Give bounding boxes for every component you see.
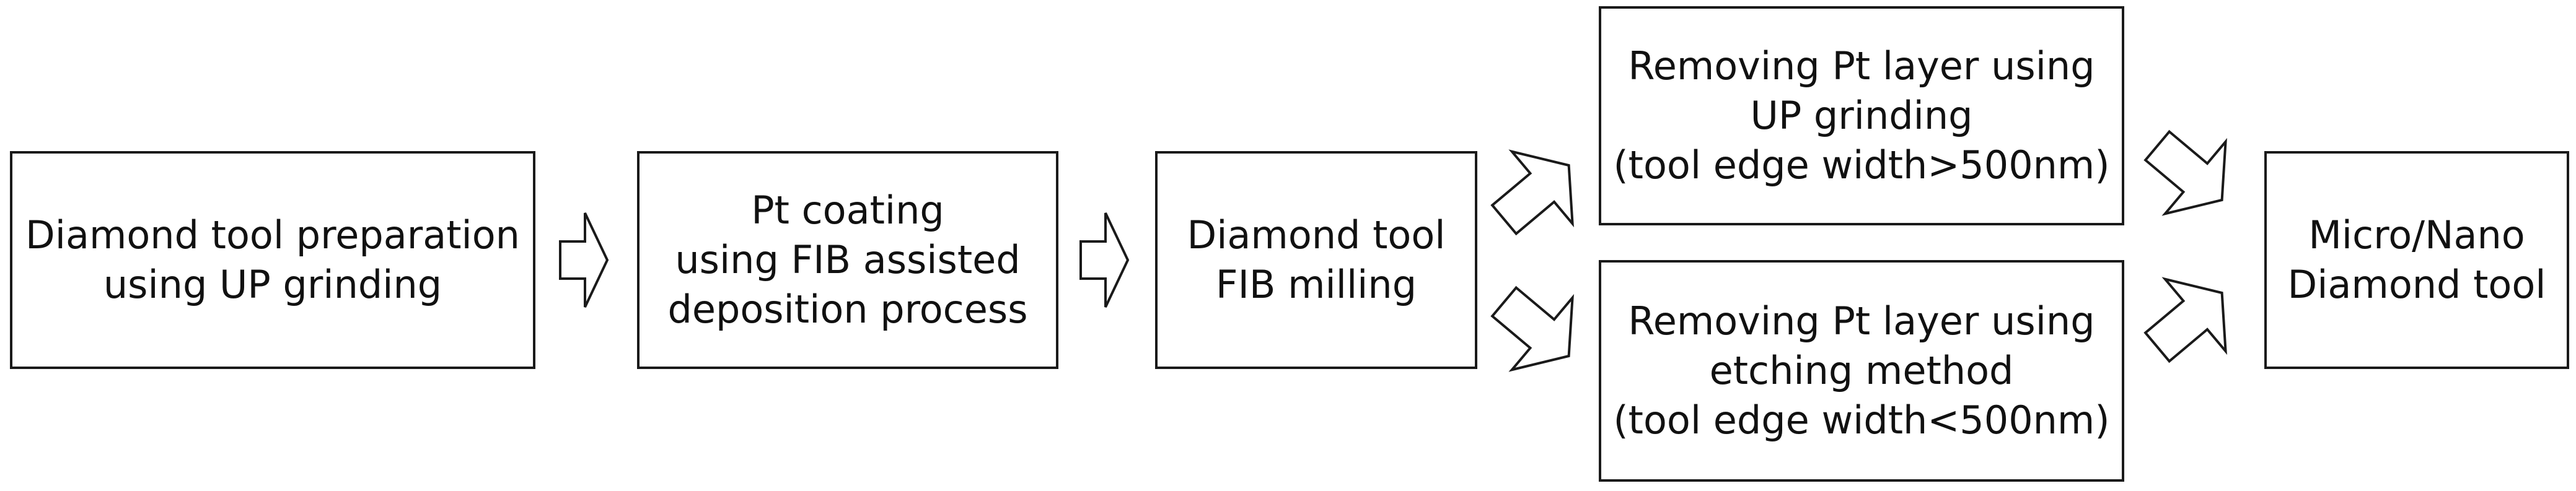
- node-label-line: UP grinding: [1750, 93, 1973, 138]
- node-label-line: Diamond tool preparation: [25, 212, 520, 258]
- arrow-etch-to-final: [2143, 277, 2227, 363]
- arrow-up-to-final: [2143, 129, 2227, 216]
- arrow-mill-to-up: [1490, 149, 1574, 236]
- arrow-prep-to-coat: [559, 212, 609, 308]
- node-label-line: using FIB assisted: [675, 237, 1021, 282]
- node-label-line: Micro/Nano: [2308, 212, 2525, 258]
- node-label-line: Pt coating: [751, 188, 944, 233]
- node-label-line: Removing Pt layer using: [1628, 298, 2095, 344]
- arrow-mill-to-etch: [1490, 285, 1574, 372]
- node-fib-milling: Diamond tool FIB milling: [1155, 151, 1477, 369]
- node-label-line: Diamond tool: [2287, 262, 2546, 307]
- node-diamond-tool-preparation: Diamond tool preparation using UP grindi…: [10, 151, 535, 369]
- node-label-line: Diamond tool: [1187, 212, 1446, 258]
- node-micro-nano-diamond-tool: Micro/Nano Diamond tool: [2264, 151, 2569, 369]
- node-label-line: (tool edge width<500nm): [1613, 398, 2110, 443]
- node-removing-pt-etching: Removing Pt layer using etching method (…: [1599, 260, 2124, 482]
- arrow-coat-to-mill: [1079, 212, 1130, 308]
- node-pt-coating: Pt coating using FIB assisted deposition…: [637, 151, 1058, 369]
- node-removing-pt-up-grinding: Removing Pt layer using UP grinding (too…: [1599, 6, 2124, 225]
- node-label-line: deposition process: [667, 287, 1028, 332]
- node-label-line: FIB milling: [1215, 262, 1417, 307]
- node-label-line: using UP grinding: [103, 262, 442, 307]
- node-label-line: Removing Pt layer using: [1628, 43, 2095, 89]
- node-label-line: (tool edge width>500nm): [1613, 142, 2110, 188]
- node-label-line: etching method: [1709, 348, 2014, 393]
